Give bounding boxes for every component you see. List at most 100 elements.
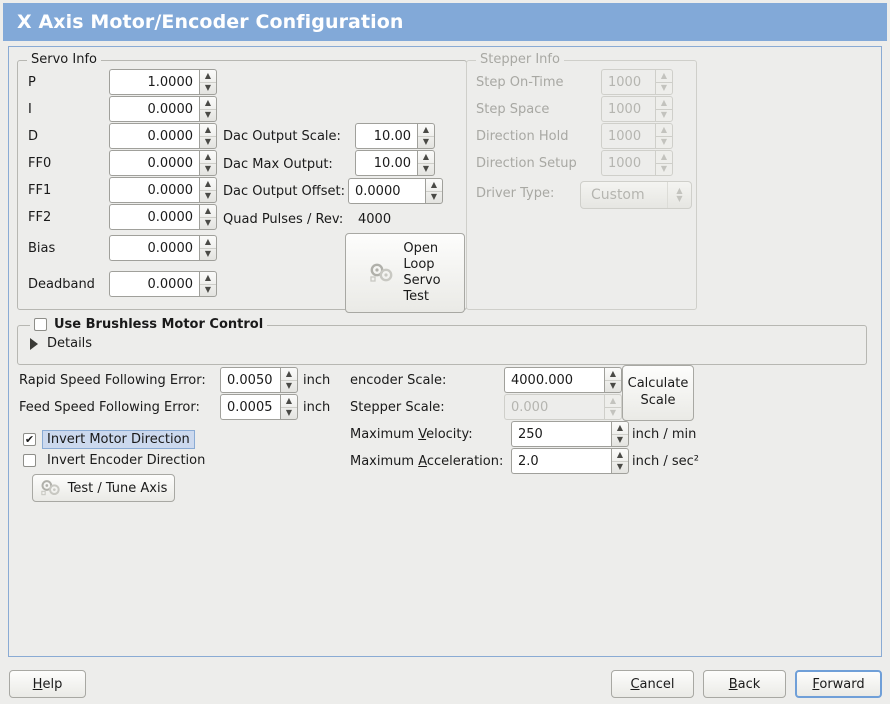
dac-output-offset-spinner[interactable]: ▲▼ [425,178,443,204]
maximum-velocity-spinner[interactable]: ▲▼ [611,421,629,447]
servo-field-ff1-input[interactable] [109,177,199,203]
servo-field-deadband-spinner[interactable]: ▲▼ [199,271,217,297]
dac-output-offset-field[interactable]: ▲▼ [348,178,443,204]
spin-down-icon[interactable]: ▼ [200,162,216,176]
spin-down-icon[interactable]: ▼ [612,460,628,474]
cancel-button[interactable]: Cancel [611,670,694,698]
servo-field-i-spinner[interactable]: ▲▼ [199,96,217,122]
help-button[interactable]: Help [9,670,86,698]
forward-button-label: orward [819,676,865,692]
spin-up-icon[interactable]: ▲ [204,151,212,161]
spin-up-icon[interactable]: ▲ [204,70,212,80]
spin-up-icon[interactable]: ▲ [422,124,430,134]
servo-field-d-spinner[interactable]: ▲▼ [199,123,217,149]
calculate-scale-button[interactable]: Calculate Scale [622,365,694,421]
servo-field-ff1-spinner[interactable]: ▲▼ [199,177,217,203]
forward-button[interactable]: Forward [795,670,882,698]
servo-field-ff1[interactable]: ▲▼ [109,177,217,203]
spin-up-icon: ▲ [660,124,668,134]
spin-down-icon[interactable]: ▼ [200,216,216,230]
servo-field-p-input[interactable] [109,69,199,95]
spin-down-icon[interactable]: ▼ [418,135,434,149]
servo-field-d[interactable]: ▲▼ [109,123,217,149]
spin-up-icon[interactable]: ▲ [285,368,293,378]
dac-max-output-spinner[interactable]: ▲▼ [417,150,435,176]
spin-up-icon[interactable]: ▲ [204,205,212,215]
servo-field-p[interactable]: ▲▼ [109,69,217,95]
spin-down-icon[interactable]: ▼ [200,81,216,95]
chevron-right-icon[interactable] [30,337,38,350]
spin-up-icon[interactable]: ▲ [616,422,624,432]
dac-output-scale-spinner[interactable]: ▲▼ [417,123,435,149]
maximum-velocity-input[interactable] [511,421,611,447]
spin-down-icon[interactable]: ▼ [605,379,621,393]
servo-field-ff0[interactable]: ▲▼ [109,150,217,176]
spin-up-icon: ▲ [660,97,668,107]
rapid-following-error-field[interactable]: ▲▼ [220,367,298,393]
brushless-group: Use Brushless Motor Control Details [17,317,867,365]
spin-up-icon[interactable]: ▲ [285,395,293,405]
encoder-scale-field[interactable]: ▲▼ [504,367,622,393]
feed-following-error-field[interactable]: ▲▼ [220,394,298,420]
spin-down-icon[interactable]: ▼ [200,135,216,149]
servo-field-deadband-input[interactable] [109,271,199,297]
maximum-velocity-field[interactable]: ▲▼ [511,421,629,447]
spin-down-icon[interactable]: ▼ [200,247,216,261]
use-brushless-checkbox[interactable]: Use Brushless Motor Control [30,317,268,332]
servo-field-i[interactable]: ▲▼ [109,96,217,122]
spin-up-icon[interactable]: ▲ [616,449,624,459]
maximum-acceleration-input[interactable] [511,448,611,474]
servo-field-d-input[interactable] [109,123,199,149]
dac-output-scale-input[interactable] [355,123,417,149]
servo-field-ff2-spinner[interactable]: ▲▼ [199,204,217,230]
spin-up-icon[interactable]: ▲ [204,272,212,282]
rapid-following-error-spinner[interactable]: ▲▼ [280,367,298,393]
dac-output-scale-field[interactable]: ▲▼ [355,123,435,149]
spin-up-icon[interactable]: ▲ [204,124,212,134]
servo-field-p-spinner[interactable]: ▲▼ [199,69,217,95]
details-expander[interactable]: Details [30,336,92,351]
feed-following-error-input[interactable] [220,394,280,420]
maximum-acceleration-spinner[interactable]: ▲▼ [611,448,629,474]
open-loop-servo-test-button[interactable]: Open Loop Servo Test [345,233,465,313]
servo-field-bias-spinner[interactable]: ▲▼ [199,235,217,261]
spin-down-icon[interactable]: ▼ [612,433,628,447]
dac-max-output-field[interactable]: ▲▼ [355,150,435,176]
dac-output-offset-input[interactable] [348,178,425,204]
servo-field-ff0-spinner[interactable]: ▲▼ [199,150,217,176]
dac-max-output-input[interactable] [355,150,417,176]
spin-up-icon[interactable]: ▲ [609,368,617,378]
spin-down-icon[interactable]: ▼ [281,406,297,420]
spin-up-icon[interactable]: ▲ [204,236,212,246]
spin-up-icon[interactable]: ▲ [422,151,430,161]
servo-field-ff2-input[interactable] [109,204,199,230]
invert-motor-direction-checkbox[interactable]: ✔ Invert Motor Direction [23,430,195,449]
invert-encoder-direction-box[interactable] [23,454,36,467]
spin-down-icon[interactable]: ▼ [200,283,216,297]
spin-up-icon[interactable]: ▲ [204,97,212,107]
spin-up-icon[interactable]: ▲ [430,179,438,189]
servo-field-bias-input[interactable] [109,235,199,261]
encoder-scale-spinner[interactable]: ▲▼ [604,367,622,393]
test-tune-axis-button[interactable]: Test / Tune Axis [32,474,175,502]
invert-motor-direction-box[interactable]: ✔ [23,433,36,446]
rapid-following-error-input[interactable] [220,367,280,393]
maximum-acceleration-field[interactable]: ▲▼ [511,448,629,474]
encoder-scale-input[interactable] [504,367,604,393]
spin-down-icon[interactable]: ▼ [200,108,216,122]
servo-field-deadband[interactable]: ▲▼ [109,271,217,297]
use-brushless-checkbox-box[interactable] [34,318,47,331]
spin-down-icon[interactable]: ▼ [426,190,442,204]
spin-down-icon[interactable]: ▼ [200,189,216,203]
feed-following-error-spinner[interactable]: ▲▼ [280,394,298,420]
spin-down-icon[interactable]: ▼ [418,162,434,176]
spin-down-icon[interactable]: ▼ [281,379,297,393]
invert-encoder-direction-checkbox[interactable]: Invert Encoder Direction [23,453,205,468]
servo-field-ff0-input[interactable] [109,150,199,176]
spin-up-icon[interactable]: ▲ [204,178,212,188]
spin-down-icon: ▼ [656,81,672,95]
servo-field-ff2[interactable]: ▲▼ [109,204,217,230]
servo-field-bias[interactable]: ▲▼ [109,235,217,261]
back-button[interactable]: Back [703,670,786,698]
servo-field-i-input[interactable] [109,96,199,122]
